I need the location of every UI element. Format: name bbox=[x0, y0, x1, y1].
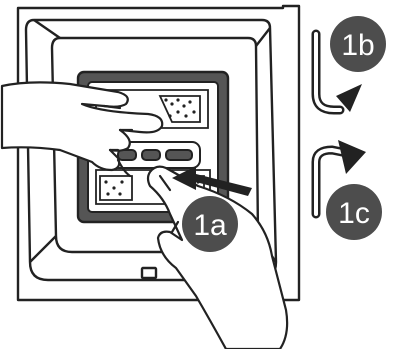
push-arrow-icon bbox=[172, 166, 252, 196]
left-hand-knuckles bbox=[102, 104, 134, 152]
latch-button-left bbox=[117, 149, 137, 161]
right-hand bbox=[146, 165, 289, 349]
step-label-1c: 1c bbox=[338, 197, 370, 230]
curved-arrow-up-head bbox=[336, 84, 362, 112]
step-label-1a: 1a bbox=[193, 209, 227, 242]
left-hand-outline bbox=[0, 81, 164, 172]
curved-arrow-down-head bbox=[338, 140, 366, 174]
curved-arrow-down-icon bbox=[311, 140, 366, 219]
step-badge-1b: 1b bbox=[330, 16, 386, 72]
step-label-1b: 1b bbox=[341, 29, 374, 62]
right-hand-creases bbox=[158, 174, 180, 234]
upper-grille bbox=[158, 95, 201, 123]
step-badge-1c-circle bbox=[326, 184, 382, 240]
step-badge-1a: 1a bbox=[182, 196, 238, 252]
curved-arrow-down-inner bbox=[314, 147, 344, 216]
step-badge-1b-circle bbox=[330, 16, 386, 72]
opening-corner-lines bbox=[29, 19, 277, 263]
left-hand-thumb-tip bbox=[116, 158, 132, 178]
latch-button-right bbox=[165, 149, 193, 161]
curved-arrow-up-inner bbox=[314, 32, 342, 112]
right-hand-outline bbox=[146, 165, 289, 349]
latch-button-middle bbox=[141, 149, 161, 161]
curved-arrow-up-icon bbox=[311, 29, 362, 115]
push-arrow-shape bbox=[172, 166, 252, 196]
left-hand bbox=[0, 81, 164, 178]
step-badge-1c: 1c bbox=[326, 184, 382, 240]
machine-body-outline bbox=[16, 4, 301, 302]
latch-indicator bbox=[140, 266, 158, 280]
step-badge-1a-circle bbox=[182, 196, 238, 252]
